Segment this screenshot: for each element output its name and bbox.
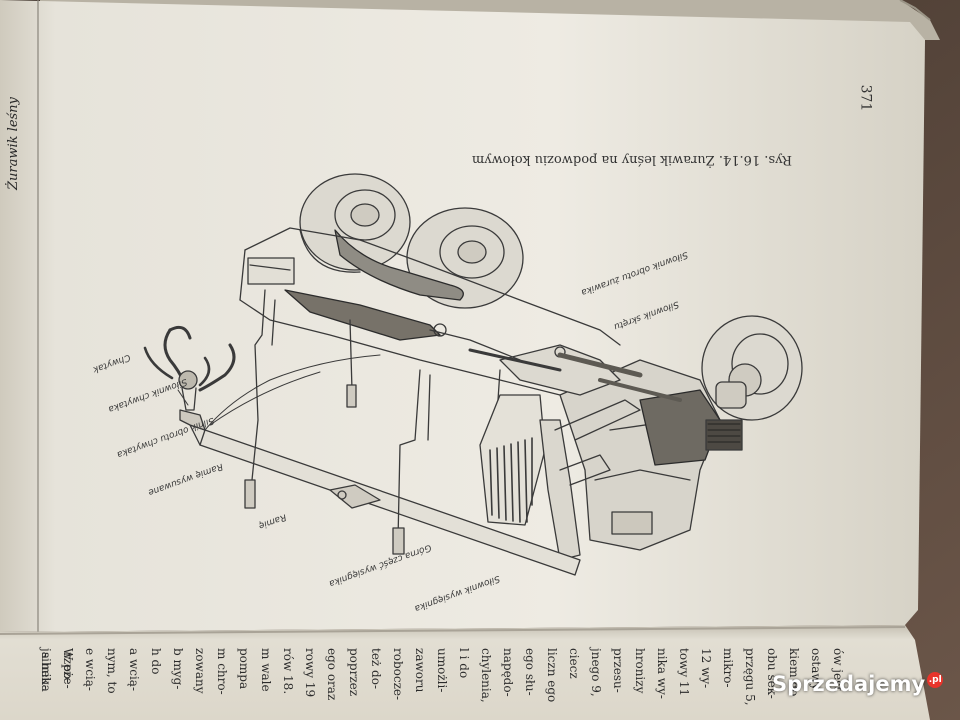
facing-page-line: nym, to xyxy=(105,648,119,694)
facing-page-line: ciecz xyxy=(567,648,581,679)
facing-page-line: napędo- xyxy=(501,648,515,697)
facing-page-line: rzeże- xyxy=(61,652,75,689)
crane-drawing xyxy=(143,173,803,576)
facing-page-line: hronizy xyxy=(633,648,647,694)
grapple xyxy=(143,325,236,411)
facing-page-line: a wcią- xyxy=(127,648,141,692)
facing-page-line: silnika xyxy=(39,652,53,692)
facing-page-line: przesu- xyxy=(611,648,625,693)
facing-page-line: pompa xyxy=(237,648,251,690)
page-number: 371 xyxy=(857,84,874,112)
facing-page-line: rów 18. xyxy=(281,648,295,695)
wheel-front xyxy=(701,315,803,421)
figure-caption: Rys. 16.14. Żurawik leśny na podwoziu ko… xyxy=(471,152,792,167)
wheel-rear-left xyxy=(299,173,411,273)
watermark-suffix: .pl xyxy=(927,672,944,688)
facing-page-line: m chro- xyxy=(215,648,229,695)
facing-page-line: b myg- xyxy=(171,648,185,690)
facing-page-line: e wcią- xyxy=(83,648,97,691)
running-header: Żurawik leśny xyxy=(6,97,21,190)
facing-page-line: 12 wy- xyxy=(699,648,713,689)
facing-page-line: robocze- xyxy=(391,648,405,701)
facing-page-line: l i do xyxy=(457,648,471,679)
facing-page-line: nika wy- xyxy=(655,648,669,699)
watermark-logo: Sprzedajemy.pl xyxy=(772,672,944,696)
facing-page-line: przęgu 5, xyxy=(743,648,757,706)
facing-page-line: zowany xyxy=(193,648,207,694)
facing-page-line: chylenia, xyxy=(479,648,493,703)
facing-page-line: też do- xyxy=(369,648,383,690)
facing-page-line: zaworu xyxy=(413,648,427,693)
facing-page-line: jnego 9, xyxy=(589,648,603,697)
facing-page-line: ego słu- xyxy=(523,648,537,696)
facing-page-line: m wale xyxy=(259,648,273,692)
facing-page-line: umożli- xyxy=(435,648,449,693)
facing-page-line: towy 11 xyxy=(677,648,691,697)
facing-page xyxy=(0,625,930,720)
main-page xyxy=(0,0,925,632)
facing-page-line: h do xyxy=(149,648,163,675)
facing-page-line: ego oraz xyxy=(325,648,339,701)
facing-page-line: rowy 19 xyxy=(303,648,317,698)
facing-page-line: mikro- xyxy=(721,648,735,688)
watermark-text: Sprzedajemy xyxy=(772,672,926,696)
facing-page-line: poprzez xyxy=(347,648,361,697)
facing-page-line: liczn ego xyxy=(545,648,559,703)
